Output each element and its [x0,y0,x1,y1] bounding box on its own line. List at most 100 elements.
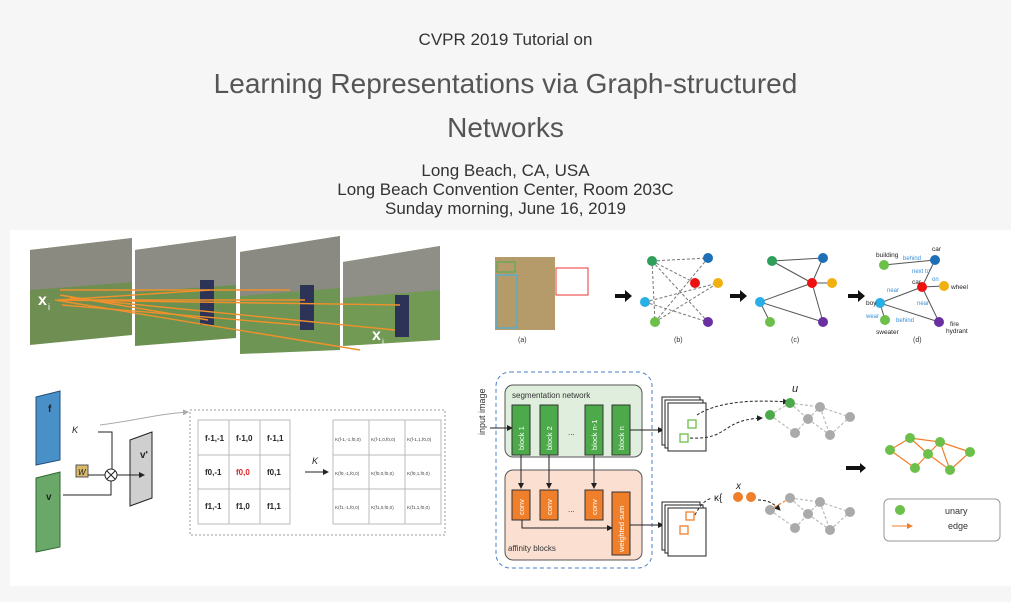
graph-edge [939,441,971,453]
panel-label: (a) [518,337,527,344]
graph-node [965,447,975,457]
grid-cell: f0,-1 [205,468,222,477]
node-label: car [932,246,942,253]
input-image-label: input image [477,388,487,435]
conv-block [584,489,604,521]
video-frame [240,236,340,354]
video-frames: x i x j [30,236,440,354]
block-label: block 1 [517,426,526,450]
graph-node [815,402,825,412]
xi-label: x [38,292,47,309]
arrow-icon [730,290,747,302]
graph-node [945,465,955,475]
kernel-cell: K(f0,1,f0,0) [407,471,430,476]
banner-figure: x i x j [10,230,1011,586]
conv-label: conv [590,499,599,515]
panel-label: (c) [791,337,799,344]
graph-node [825,525,835,535]
grid-cell: f-1,1 [267,434,284,443]
relation-label: behind [903,256,921,262]
grid-cell: f0,1 [267,468,281,477]
kernel-cell: K(f0,0,f0,0) [371,471,394,476]
block-label: block n-1 [590,420,599,450]
title-line-1: Learning Representations via Graph-struc… [213,68,798,99]
graph-node [790,523,800,533]
node-label: boy [866,300,877,307]
affinity-label: affinity blocks [508,544,556,553]
graph-edge [789,402,821,408]
node-label: car [912,279,922,286]
node-label: hydrant [946,328,968,335]
graph-node [785,398,795,408]
relation-label: behind [896,318,914,324]
ellipsis: ... [568,428,575,437]
legend-edge-label: edge [948,521,968,531]
u-label: u [792,383,798,395]
node-label: fire [950,321,959,328]
block-label: block n [617,426,626,450]
xi-subscript: i [48,302,50,312]
graph-node [803,509,813,519]
graph-node [790,428,800,438]
segmentation-figure: input image segmentation network affinit… [477,371,1001,569]
kernel-cell: K(f1,0,f0,0) [371,505,394,510]
graph-node [765,505,775,515]
graph-node [935,437,945,447]
graph-node [905,433,915,443]
graph-node [910,463,920,473]
conv-block [539,489,559,521]
graph-edge [769,414,796,434]
graph-edge [909,437,941,443]
event-time: Sunday morning, June 16, 2019 [384,199,626,218]
page-title: Learning Representations via Graph-struc… [0,62,1011,150]
graph-node [885,445,895,455]
arrow-icon [848,290,865,302]
scene-photo [495,257,555,330]
graph-edge [819,501,851,513]
conv-label: conv [517,499,526,515]
feature-grid: f-1,-1 f-1,0 f-1,1 f0,-1 f0,0 f0,1 f1,-1 f1,0 f1… [197,419,291,525]
graph-node [803,414,813,424]
grid-cell: f-1,-1 [205,434,225,443]
location: Long Beach, CA, USA [421,161,590,180]
kernel-grid: K(f-1,-1,f0,0)K(f-1,0,f0,0)K(f-1,1,f0,0)… [332,419,442,525]
panel-label: (b) [674,337,683,344]
node-label: building [876,252,899,259]
venue: Long Beach Convention Center, Room 203C [337,180,674,199]
grid-cell: f0,0 [236,468,250,477]
w-label: W [78,468,87,477]
relation-label: near [887,288,899,294]
relation-label: wear [865,314,879,320]
panel-label: (d) [913,337,922,344]
x-label: x [735,481,742,492]
kernel-cell: K(f1,-1,f0,0) [335,505,360,510]
node-label: wheel [950,284,969,291]
scene-graph-figure: building car car wheel boy sweater fire … [495,246,969,344]
graph-node [825,430,835,440]
graph-edge [769,509,796,529]
grid-cell: f1,0 [236,502,250,511]
conv-label: conv [545,499,554,515]
kernel-cell: K(f1,1,f0,0) [407,505,430,510]
grid-cell: f1,-1 [205,502,222,511]
correspondence-lines [54,289,401,351]
kernel-cell: K(f-1,0,f0,0) [371,437,396,442]
grid-cell: f1,1 [267,502,281,511]
weighted-sum-label: weighted sum [617,506,626,553]
v-label: v [46,492,52,503]
legend-unary-label: unary [945,506,968,516]
f-label: f [48,404,52,415]
title-line-2: Networks [447,112,564,143]
graph-node [845,412,855,422]
grid-cell: f-1,0 [236,434,253,443]
graph-node [785,493,795,503]
kernel-cell: K(f0,-1,f0,0) [335,471,360,476]
graph-edge [889,449,916,469]
video-frame [30,238,132,345]
kernel-cell: K(f-1,1,f0,0) [407,437,432,442]
relation-label: next to [912,269,931,275]
block-label: block 2 [545,426,554,450]
node-label: sweater [876,329,900,336]
legend: unary edge [883,498,1001,542]
arrow-icon [615,290,632,302]
